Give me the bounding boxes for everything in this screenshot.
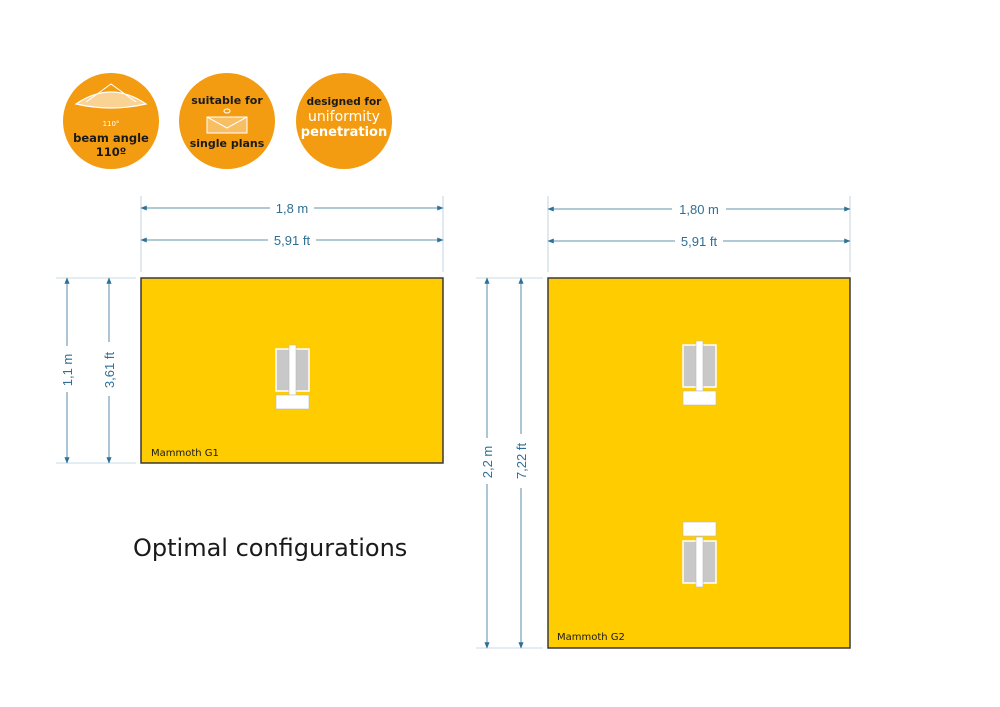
g2-height-ft: 7,22 ft: [514, 443, 529, 480]
g1-width-dimensions: 1,8 m 5,91 ft: [140, 196, 444, 272]
g2-width-dimensions: 1,80 m 5,91 ft: [547, 196, 851, 272]
g2-width-ft: 5,91 ft: [681, 234, 718, 249]
g2-panel: Mammoth G2: [547, 277, 851, 649]
g2-height-m: 2,2 m: [480, 446, 495, 479]
caption: Optimal configurations: [133, 534, 407, 562]
badge-line1: suitable for: [191, 94, 263, 107]
g2-label: Mammoth G2: [557, 632, 625, 643]
lamp-module: [682, 340, 717, 406]
badge-single-plans: suitable for single plans: [179, 73, 275, 169]
lamp-module: [682, 521, 717, 588]
badge-line2: 110º: [96, 145, 127, 159]
beam-angle-icon: [74, 83, 148, 109]
g1-width-ft: 5,91 ft: [274, 233, 311, 248]
panel-rect: [547, 277, 851, 649]
badge-circle: [296, 73, 392, 169]
badge-beam-angle: 110° beam angle 110º: [63, 73, 159, 169]
g1-height-dimensions: 1,1 m 3,61 ft: [56, 277, 136, 464]
badge-uniformity: designed for uniformity penetration: [296, 73, 392, 169]
g1-height-m: 1,1 m: [60, 354, 75, 387]
lamp-module: [275, 344, 310, 410]
badge-line2: uniformity: [308, 109, 380, 125]
single-plan-icon: [206, 108, 248, 134]
g1-width-m: 1,8 m: [276, 201, 309, 216]
beam-angle-small-label: 110°: [103, 120, 120, 128]
g1-height-ft: 3,61 ft: [102, 352, 117, 389]
badge-circle: [179, 73, 275, 169]
g1-label: Mammoth G1: [151, 448, 219, 459]
badge-line1: designed for: [307, 96, 383, 108]
badge-line3: penetration: [301, 125, 387, 140]
g2-width-m: 1,80 m: [679, 202, 719, 217]
badge-line2: single plans: [190, 137, 265, 150]
g1-panel: Mammoth G1: [140, 277, 444, 464]
badge-line1: beam angle: [73, 131, 149, 145]
g2-height-dimensions: 2,2 m 7,22 ft: [476, 277, 543, 649]
